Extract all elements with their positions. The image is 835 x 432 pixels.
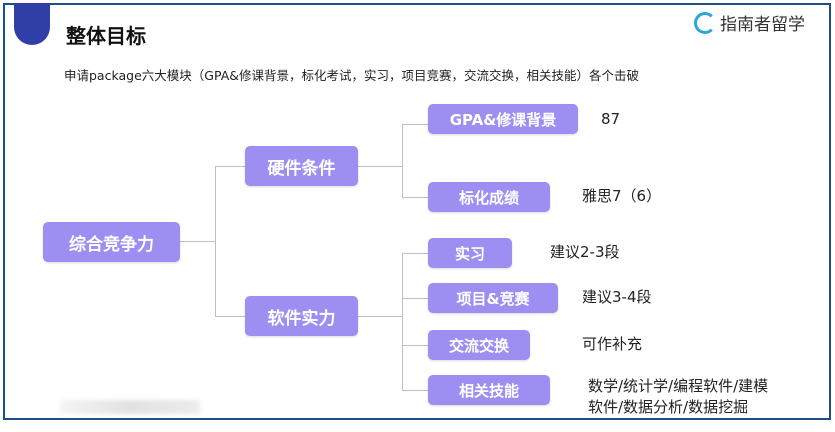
subtitle: 申请package六大模块（GPA&修课背景，标化考试，实习，项目竞赛，交流交换… (64, 68, 639, 83)
leaf-value: 数学/统计学/编程软件/建模软件/数据分析/数据挖掘 (588, 376, 768, 418)
title-tab-decoration (14, 3, 50, 45)
connector (402, 197, 428, 198)
logo-text: 指南者留学 (720, 15, 805, 35)
leaf-value: 雅思7（6） (582, 187, 662, 205)
branch-node-software: 软件实力 (245, 296, 358, 336)
leaf-value-line: 数学/统计学/编程软件/建模 (588, 377, 769, 395)
leaf-node: 相关技能 (428, 375, 550, 405)
connector (358, 316, 402, 317)
connector (358, 166, 402, 167)
connector (402, 124, 428, 125)
connector (402, 390, 428, 391)
leaf-node: 项目&竞赛 (428, 283, 558, 313)
connector (180, 241, 215, 242)
connector (215, 316, 245, 317)
connector (402, 298, 428, 299)
connector (215, 166, 216, 316)
leaf-node: 实习 (428, 238, 512, 268)
leaf-value: 可作补充 (582, 335, 643, 353)
leaf-value: 87 (601, 110, 621, 128)
connector (215, 166, 245, 167)
leaf-node: 标化成绩 (428, 182, 550, 212)
leaf-node: 交流交换 (428, 330, 530, 360)
connector (402, 345, 428, 346)
slide-frame (3, 3, 831, 420)
connector (402, 124, 403, 197)
logo-icon (694, 11, 716, 34)
leaf-value: 建议2-3段 (550, 243, 620, 261)
leaf-value-line: 软件/数据分析/数据挖掘 (588, 398, 749, 416)
leaf-node: GPA&修课背景 (428, 104, 578, 134)
connector (402, 253, 403, 390)
logo: 指南者留学 (694, 10, 805, 35)
page-title: 整体目标 (66, 24, 146, 48)
connector (402, 253, 428, 254)
root-node: 综合竞争力 (43, 222, 180, 262)
blurred-watermark (60, 400, 200, 414)
branch-node-hardware: 硬件条件 (245, 146, 358, 186)
leaf-value: 建议3-4段 (582, 288, 652, 306)
